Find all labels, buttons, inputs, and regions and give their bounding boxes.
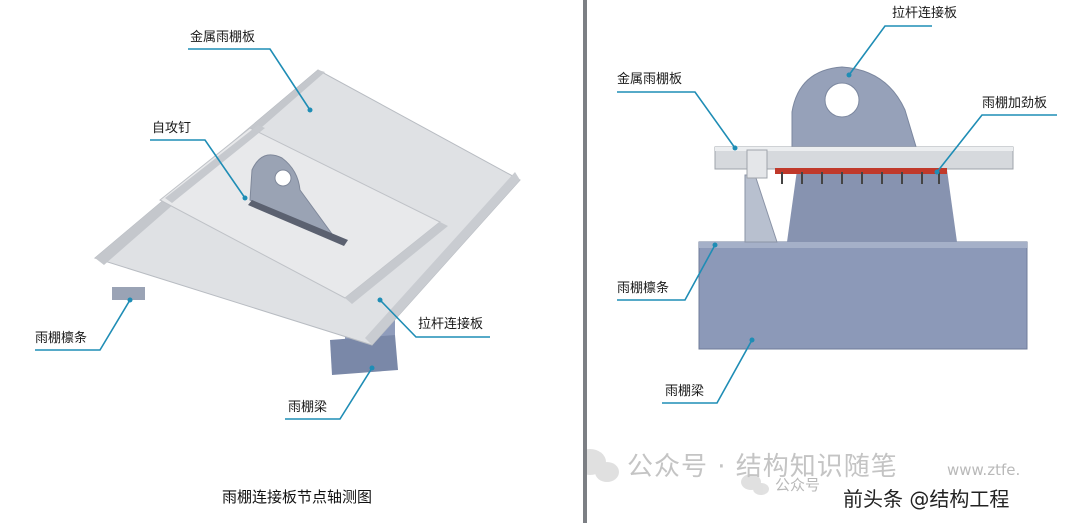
- beam-top-flange: [699, 242, 1027, 248]
- roof-panel-top: [715, 147, 1013, 151]
- label-purlin: 雨棚檩条: [35, 331, 88, 346]
- label-purlin: 雨棚檩条: [617, 281, 670, 296]
- web-plate: [787, 170, 957, 242]
- stiffener-plate: [775, 168, 947, 174]
- front-view-panel: 拉杆连接板 金属雨棚板 雨棚加劲板 雨棚檩条 雨棚梁 公众号 · 结构知识随笔 …: [587, 0, 1080, 523]
- tie-plate-hole: [824, 82, 860, 118]
- screws: [781, 172, 940, 184]
- seam-clip: [746, 149, 768, 179]
- tie-plate-shape: [249, 154, 337, 240]
- watermark-toutiao: 前头条 @结构工程: [843, 487, 1010, 511]
- base-plate: [248, 200, 348, 246]
- purlin-angle: [744, 174, 778, 243]
- front-view-drawing: [587, 25, 1057, 495]
- label-tie-plate: 拉杆连接板: [892, 6, 958, 21]
- watermark-wechat: 公众号 · 结构知识随笔: [627, 452, 898, 482]
- leader-lines: [35, 48, 490, 420]
- wechat-icon: [587, 449, 619, 482]
- roof-rib-2-edge: [165, 125, 265, 203]
- label-stiffener: 雨棚加劲板: [982, 96, 1048, 111]
- panel-divider: [583, 0, 587, 523]
- label-roof-panel: 金属雨棚板: [190, 30, 256, 45]
- watermark-url: www.ztfe.: [947, 461, 1021, 479]
- watermark-wechat-small: 公众号: [775, 476, 821, 494]
- roof-rib-4: [365, 172, 520, 345]
- label-tie-plate: 拉杆连接板: [418, 317, 484, 332]
- wechat-icon-small: [741, 474, 769, 495]
- figure-caption: 雨棚连接板节点轴测图: [222, 488, 373, 506]
- label-self-tapping-screw: 自攻钉: [152, 121, 192, 136]
- label-roof-panel: 金属雨棚板: [617, 72, 683, 87]
- axonometric-view-panel: 金属雨棚板 自攻钉 雨棚檩条 拉杆连接板 雨棚梁 雨棚连接板节点轴测图: [35, 30, 521, 506]
- beam-shape: [698, 241, 1028, 350]
- label-beam: 雨棚梁: [665, 384, 705, 399]
- leader-dots: [712, 72, 940, 343]
- axonometric-drawing: [35, 48, 521, 420]
- roof-rib-3-edge: [345, 222, 448, 304]
- leader-lines: [617, 25, 1057, 404]
- purlin-shape: [112, 287, 145, 300]
- beam-flange: [330, 335, 398, 375]
- label-beam: 雨棚梁: [288, 400, 328, 415]
- tie-plate-hole: [274, 169, 292, 187]
- leader-dots: [127, 107, 383, 371]
